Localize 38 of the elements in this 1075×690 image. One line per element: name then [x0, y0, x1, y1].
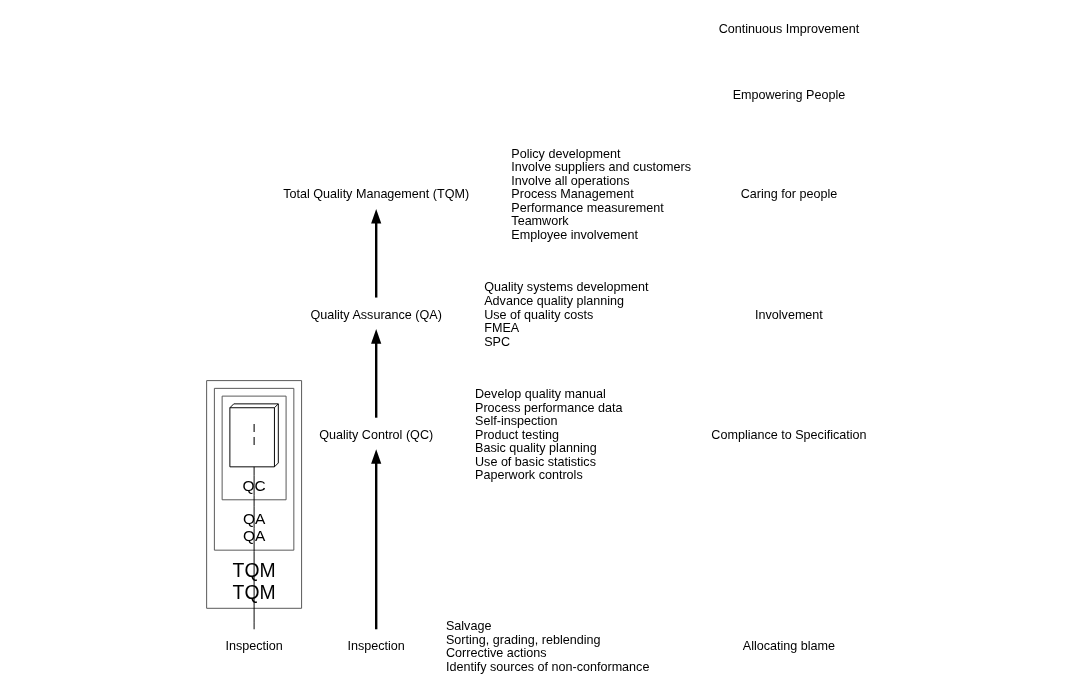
node-label: Process performance data: [474, 400, 623, 415]
label: Involvement: [754, 307, 823, 322]
node-text: Total Quality Management (TQM): [282, 187, 469, 202]
node-label: Identify sources of non-conformance: [445, 659, 649, 674]
node-label: Sorting, grading, reblending: [445, 632, 600, 647]
node-label: Involve all operations: [510, 173, 630, 188]
node-text: Quality Control (QC): [318, 427, 433, 442]
node-label: Use of quality costs: [483, 307, 593, 322]
node-label: Corrective actions: [445, 646, 547, 661]
node-label: Performance measurement: [510, 200, 664, 215]
node-label: Employee involvement: [510, 228, 638, 243]
node-label: Advance quality planning: [483, 293, 624, 308]
node-label: Process Management: [510, 187, 634, 202]
node-label: Basic quality planning: [474, 441, 597, 456]
node-label: Quality systems development: [483, 280, 649, 295]
connector: [253, 466, 255, 630]
node-text: Quality Assurance (QA): [309, 307, 442, 322]
node-label: SPC: [483, 334, 510, 349]
node-label: Involve suppliers and customers: [510, 160, 691, 175]
arrow: [370, 329, 381, 418]
label: Caring for people: [740, 187, 837, 202]
arrow: [370, 208, 381, 298]
node-label: Policy development: [510, 146, 620, 161]
node-label: Self-inspection: [474, 414, 558, 429]
arrow: [370, 449, 381, 630]
node-text: Inspection: [347, 639, 405, 654]
node-label: Develop quality manual: [474, 386, 606, 401]
label: Continuous Improvement: [718, 21, 859, 36]
node-label: Product testing: [474, 427, 559, 442]
node-label: Salvage: [445, 619, 491, 634]
node-label: Teamwork: [510, 214, 569, 229]
label: Empowering People: [732, 87, 845, 102]
node-label: Paperwork controls: [474, 468, 583, 483]
node-label: FMEA: [483, 321, 519, 336]
node-text: Inspection: [224, 639, 283, 654]
node-label: Use of basic statistics: [474, 454, 596, 469]
label: Allocating blame: [742, 639, 835, 654]
label: Compliance to Specification: [710, 427, 867, 442]
